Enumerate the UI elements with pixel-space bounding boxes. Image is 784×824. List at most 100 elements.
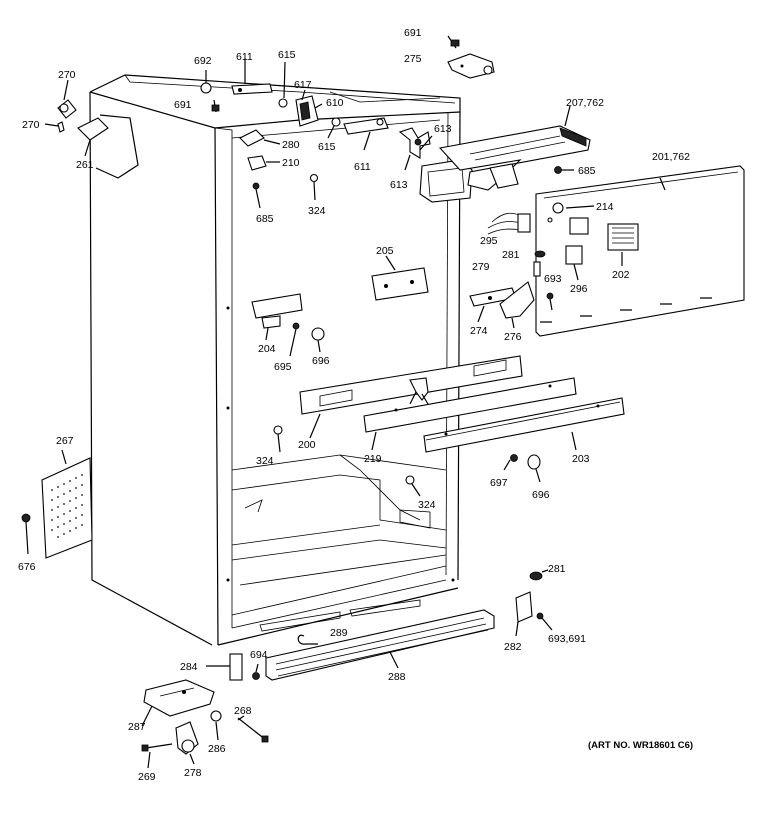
label-274: 274 [470, 325, 488, 337]
label-280: 280 [282, 139, 300, 151]
screw-691-top-icon [447, 35, 460, 49]
art-number: (ART NO. WR18601 C6) [588, 740, 693, 751]
label-279: 279 [472, 261, 490, 273]
bracket-611-mid-icon [343, 117, 389, 151]
clip-615-top-icon [278, 61, 288, 108]
bolt-269-icon [141, 743, 173, 769]
label-610: 610 [326, 97, 344, 109]
refrigerator-cabinet [89, 74, 461, 646]
control-panel-201-icon [535, 165, 745, 337]
damper-610-icon [295, 89, 323, 127]
screw-685-right-icon [554, 166, 574, 174]
top-hinge-275-icon [447, 53, 495, 79]
label-324-low: 324 [418, 499, 436, 511]
knob-214-icon [565, 205, 595, 209]
bracket-204-icon [251, 293, 303, 341]
label-692: 692 [194, 55, 212, 67]
label-611-mid: 611 [354, 161, 371, 173]
grille-267-icon [41, 449, 93, 559]
wire-harness-295-icon [487, 212, 531, 235]
screw-695-icon [289, 322, 300, 357]
label-219: 219 [364, 453, 382, 465]
nut-281-mid-icon [534, 250, 546, 258]
switch-296-icon [565, 245, 583, 281]
label-295: 295 [480, 235, 498, 247]
label-214: 214 [596, 201, 614, 213]
label-289: 289 [330, 627, 348, 639]
label-207-762: 207,762 [566, 97, 604, 109]
bracket-611-top-icon [231, 58, 273, 95]
label-694: 694 [250, 649, 268, 661]
screw-691-left-icon [211, 99, 220, 113]
label-613-a: 613 [434, 123, 452, 135]
label-697: 697 [490, 477, 508, 489]
label-615-top: 615 [278, 49, 296, 61]
clip-289-icon [297, 634, 318, 645]
label-268: 268 [234, 705, 252, 717]
label-284: 284 [180, 661, 198, 673]
bracket-205-icon [371, 255, 429, 301]
fan-blade-613-icon [398, 127, 431, 171]
label-204: 204 [258, 343, 276, 355]
light-socket-210-icon [247, 155, 280, 171]
screw-324-low-icon [405, 475, 421, 497]
rail-200-icon [299, 355, 523, 439]
label-324-mid: 324 [256, 455, 274, 467]
label-270-top: 270 [58, 69, 76, 81]
bolt-268-icon [237, 715, 269, 743]
label-693: 693 [544, 273, 562, 285]
screw-697-icon [503, 454, 518, 471]
label-296: 296 [570, 283, 588, 295]
label-201-762: 201,762 [652, 151, 690, 163]
screw-692-icon [200, 70, 212, 94]
evaporator-bracket-207-icon [438, 105, 591, 191]
label-203: 203 [572, 453, 590, 465]
bracket-284-icon [206, 653, 243, 681]
label-676: 676 [18, 561, 36, 573]
label-615-mid: 615 [318, 141, 336, 153]
label-210: 210 [282, 157, 300, 169]
leveling-bracket-287-icon [141, 679, 215, 727]
label-613-b: 613 [390, 179, 408, 191]
hinge-bracket-276-icon [499, 281, 535, 329]
label-267: 267 [56, 435, 74, 447]
rail-203-icon [423, 397, 625, 453]
label-288: 288 [388, 671, 406, 683]
label-200: 200 [298, 439, 316, 451]
label-269: 269 [138, 771, 156, 783]
label-324-top: 324 [308, 205, 326, 217]
hinge-tube-261-icon [77, 117, 109, 157]
label-282: 282 [504, 641, 522, 653]
label-270-left: 270 [22, 119, 40, 131]
label-696-left: 696 [312, 355, 330, 367]
label-287: 287 [128, 721, 146, 733]
label-617: 617 [294, 79, 312, 91]
screw-693-691-icon [536, 612, 553, 631]
roller-286-icon [210, 710, 222, 741]
hinge-pin-270-icon [44, 79, 77, 133]
screw-685-left-icon [252, 182, 261, 209]
toe-grille-288-icon [265, 609, 495, 681]
screw-693-icon [546, 292, 554, 311]
screw-324-top-icon [309, 173, 319, 201]
screw-694-icon [252, 663, 260, 680]
label-281-mid: 281 [502, 249, 520, 261]
clip-615-mid-icon [327, 117, 341, 139]
label-685-left: 685 [256, 213, 274, 225]
label-695: 695 [274, 361, 292, 373]
label-202: 202 [612, 269, 630, 281]
label-691-top: 691 [404, 27, 422, 39]
label-205: 205 [376, 245, 394, 257]
label-286: 286 [208, 743, 226, 755]
rail-219-icon [363, 377, 577, 451]
plug-696-right-icon [527, 454, 541, 483]
roller-278-icon [175, 721, 199, 765]
label-693-691: 693,691 [548, 633, 586, 645]
tube-280-icon [239, 129, 281, 147]
label-261: 261 [76, 159, 94, 171]
plug-696-left-icon [311, 327, 325, 353]
spacer-279-icon [533, 261, 541, 277]
label-611-top: 611 [236, 51, 253, 63]
label-685-right: 685 [578, 165, 596, 177]
